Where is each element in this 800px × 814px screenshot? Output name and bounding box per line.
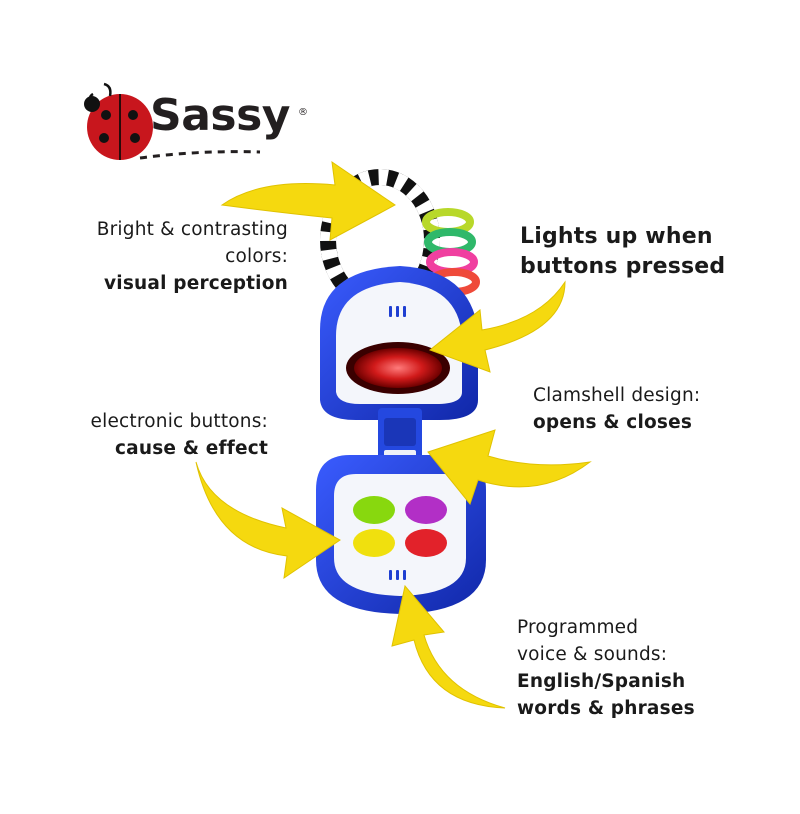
callout-buttons: electronic buttons: cause & effect <box>60 408 268 462</box>
arrow-lights <box>428 280 566 373</box>
callout-colors-bold: visual perception <box>104 273 288 294</box>
arrow-sounds <box>391 584 506 709</box>
red-button <box>405 529 447 557</box>
callout-sounds-line1: Programmed <box>517 617 639 638</box>
green-button <box>353 496 395 524</box>
callout-clamshell-line1: Clamshell design: <box>533 385 701 406</box>
callout-colors-line1: Bright & contrasting <box>96 219 288 240</box>
callout-sounds-bold1: English/Spanish <box>517 671 686 692</box>
callout-buttons-bold: cause & effect <box>115 438 268 459</box>
purple-button <box>405 496 447 524</box>
callout-sounds: Programmed voice & sounds: English/Spani… <box>517 614 757 722</box>
callout-sounds-bold2: words & phrases <box>517 698 695 719</box>
light-lens <box>354 348 442 388</box>
yellow-button <box>353 529 395 557</box>
callout-clamshell: Clamshell design: opens & closes <box>533 382 773 436</box>
registered-mark: ® <box>298 107 308 118</box>
arrow-buttons <box>195 461 341 580</box>
brand-logo-text: Sassy <box>150 90 290 141</box>
toy-buttons <box>353 496 447 557</box>
callout-buttons-line1: electronic buttons: <box>90 411 268 432</box>
ladybug-icon <box>84 82 153 160</box>
callout-sounds-line2: voice & sounds: <box>517 644 668 665</box>
callout-lights: Lights up when buttons pressed <box>520 222 760 282</box>
callout-lights-line1: Lights up when <box>520 224 713 249</box>
arrow-clamshell <box>427 429 591 506</box>
arrow-colors <box>220 160 396 241</box>
callout-colors: Bright & contrasting colors: visual perc… <box>60 216 288 297</box>
callout-clamshell-bold: opens & closes <box>533 412 693 433</box>
callout-colors-line2: colors: <box>225 246 288 267</box>
callout-lights-line2: buttons pressed <box>520 254 726 279</box>
logo-trail <box>139 150 261 160</box>
